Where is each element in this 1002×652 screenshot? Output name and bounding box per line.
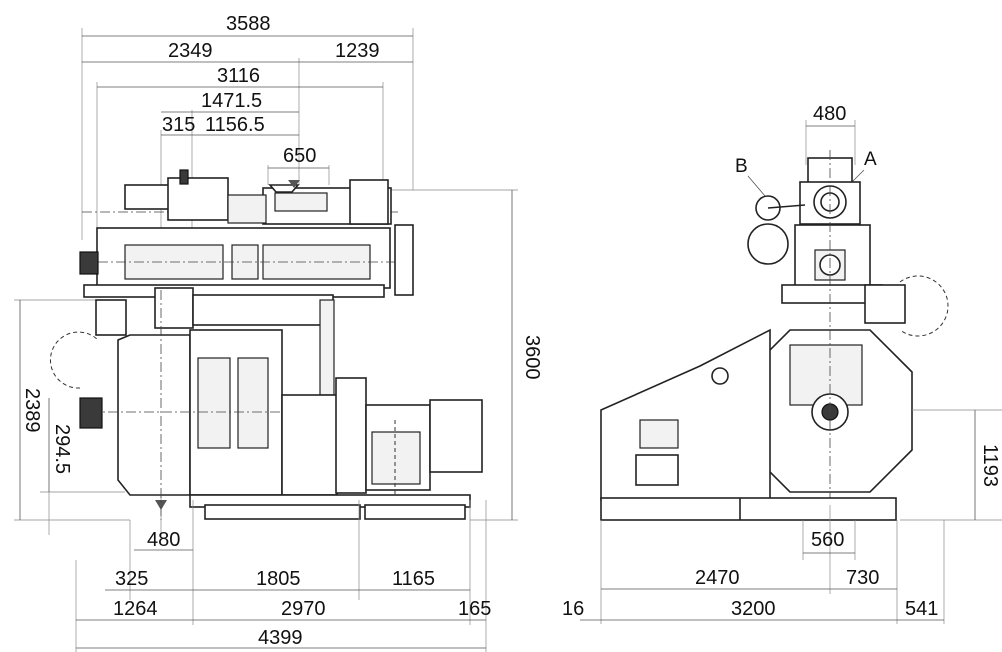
- dim-side-480: 480: [813, 103, 846, 125]
- dim-16: 16: [562, 598, 584, 620]
- dim-541: 541: [905, 598, 938, 620]
- dim-2389: 2389: [21, 388, 43, 433]
- dim-315: 315: [162, 114, 195, 136]
- dim-2349: 2349: [168, 40, 213, 62]
- dim-325: 325: [115, 568, 148, 590]
- dim-3200: 3200: [731, 598, 776, 620]
- dim-165: 165: [458, 598, 491, 620]
- dim-480: 480: [147, 529, 180, 551]
- label-a: A: [864, 149, 877, 170]
- dim-4399: 4399: [258, 627, 303, 649]
- dim-560: 560: [811, 529, 844, 551]
- dim-2970: 2970: [281, 598, 326, 620]
- dim-730: 730: [846, 567, 879, 589]
- dim-1156-5: 1156.5: [205, 114, 265, 136]
- dim-1471-5: 1471.5: [201, 90, 262, 112]
- dim-1239: 1239: [335, 40, 380, 62]
- dim-3600: 3600: [521, 335, 543, 380]
- dim-2470: 2470: [695, 567, 740, 589]
- dim-3116: 3116: [217, 65, 260, 87]
- dim-294-5: 294.5: [51, 424, 73, 474]
- dim-1264: 1264: [113, 598, 158, 620]
- dim-1165: 1165: [392, 568, 435, 590]
- dim-1193: 1193: [979, 444, 1001, 487]
- side-view: 480 A B: [562, 103, 1002, 624]
- dim-1805: 1805: [256, 568, 301, 590]
- dim-650: 650: [283, 145, 316, 167]
- dim-3588: 3588: [226, 13, 271, 35]
- label-b: B: [735, 156, 748, 177]
- front-view: 3588 2349 1239 3116 1471.5 315 1156.5 65…: [14, 13, 543, 652]
